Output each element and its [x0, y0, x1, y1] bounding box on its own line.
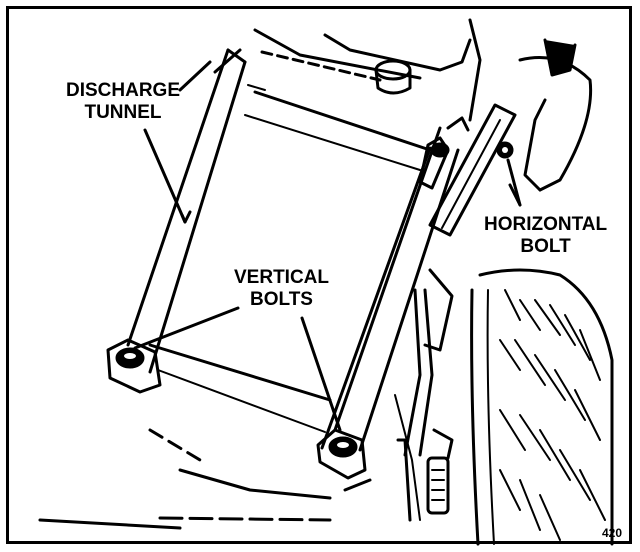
label-horizontal-bolt-line2: BOLT: [520, 236, 571, 257]
label-horizontal-bolt-line1: HORIZONTAL: [484, 214, 608, 235]
label-horizontal-bolt: HORIZONTAL BOLT: [484, 214, 607, 258]
linkage-rods: [394, 268, 454, 522]
label-discharge-tunnel-line2: TUNNEL: [84, 102, 162, 123]
label-vertical-bolts-line1: VERTICAL: [234, 267, 329, 288]
mower-deck-outline: [38, 18, 482, 530]
label-discharge-tunnel: DISCHARGE TUNNEL: [66, 80, 180, 124]
discharge-tunnel-frame: [106, 48, 460, 480]
label-vertical-bolts-line2: BOLTS: [250, 289, 313, 310]
vertical-bolt-right: [328, 436, 358, 458]
hinge-bracket: [418, 116, 470, 190]
horizontal-bolt-mount: [428, 103, 517, 237]
deck-knob: [374, 59, 412, 95]
figure-frame: [6, 6, 632, 544]
leader-lines: [133, 128, 522, 432]
figure-number: 420: [601, 526, 622, 540]
tire: [470, 268, 614, 546]
wheel-fender: [518, 38, 593, 192]
label-discharge-tunnel-line1: DISCHARGE: [66, 80, 181, 101]
vertical-bolt-left: [115, 347, 145, 369]
clip-component: [426, 428, 454, 515]
label-vertical-bolts: VERTICAL BOLTS: [234, 267, 329, 311]
